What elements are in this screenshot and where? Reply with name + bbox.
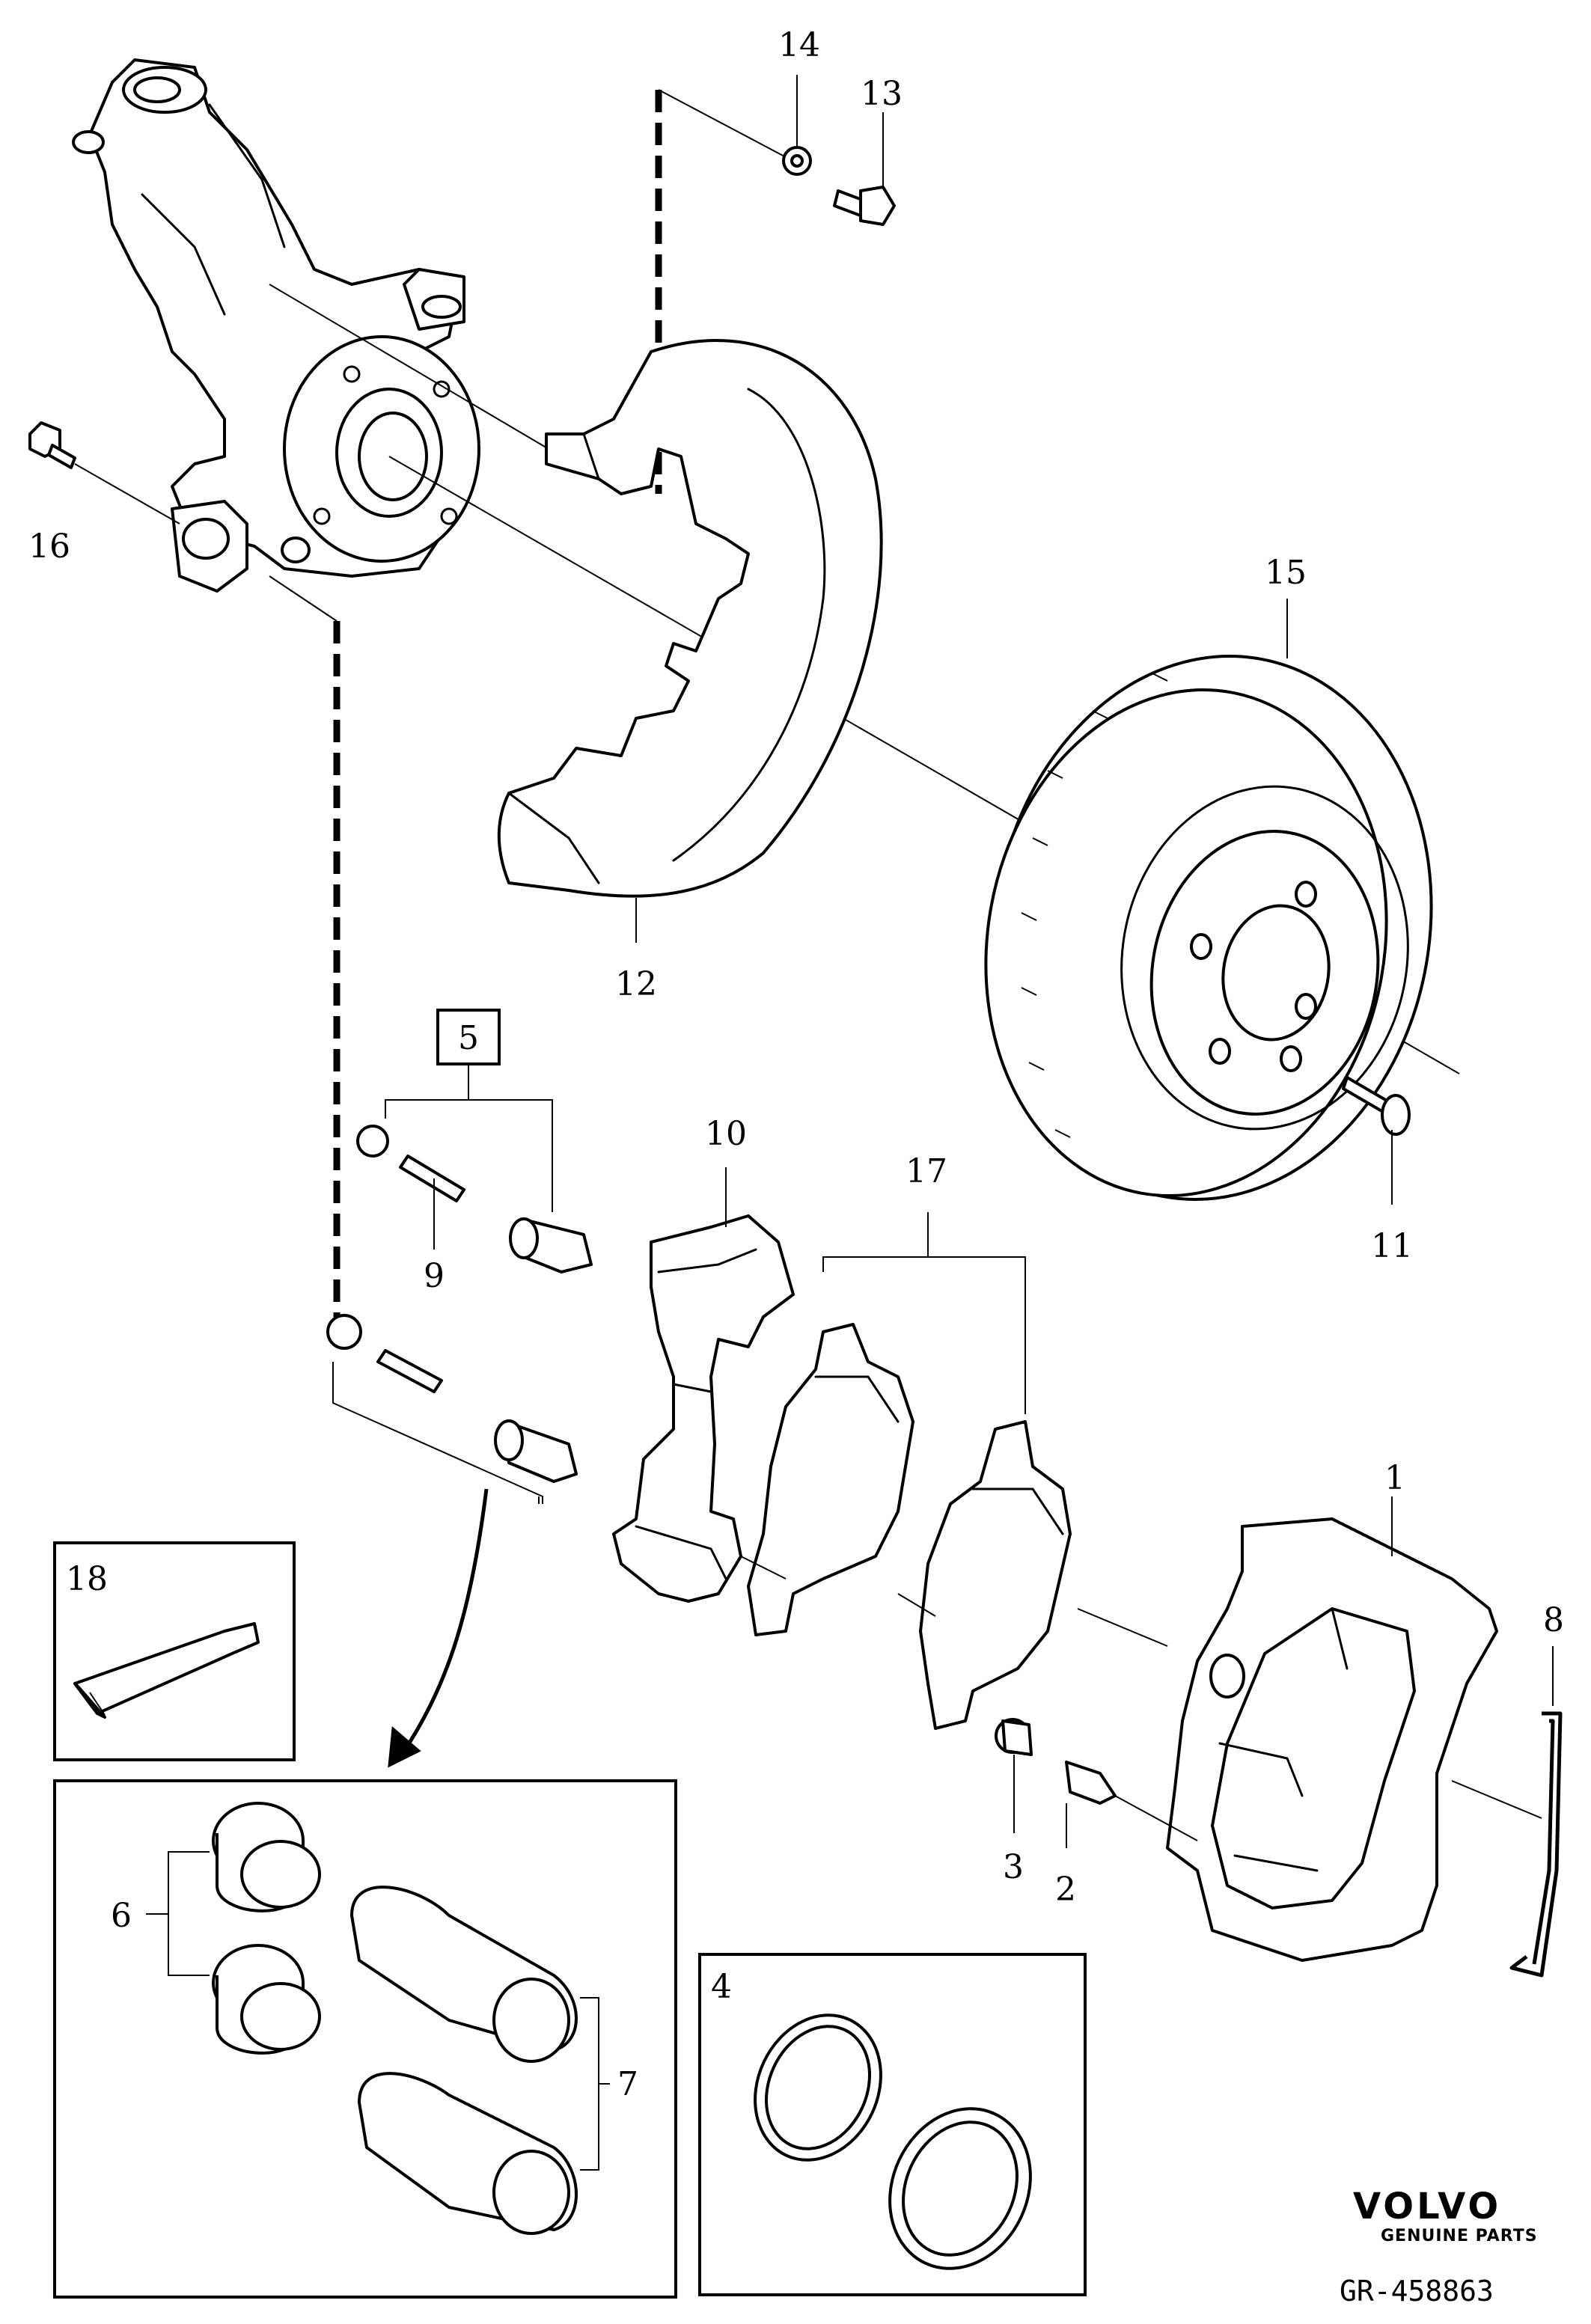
callout-4: 4 bbox=[711, 1968, 732, 2006]
bleed-nipple-and-cap bbox=[995, 1718, 1198, 1841]
callout-15: 15 bbox=[1265, 554, 1307, 592]
box-4-piston-seals bbox=[698, 1953, 1087, 2296]
callout-13: 13 bbox=[861, 75, 903, 113]
callout-leaders bbox=[635, 75, 1554, 1848]
callout-17: 17 bbox=[906, 1152, 947, 1190]
dust-shield-bolt bbox=[782, 146, 896, 226]
callout-box-5 bbox=[436, 1009, 501, 1065]
brake-disc bbox=[984, 655, 1433, 1201]
box-18-grease bbox=[53, 1541, 296, 1761]
callout-6: 6 bbox=[111, 1897, 132, 1935]
callout-16: 16 bbox=[28, 528, 70, 566]
callout-7: 7 bbox=[617, 2065, 638, 2103]
brake-pads bbox=[747, 1323, 1072, 1730]
callout-5: 5 bbox=[458, 1019, 479, 1057]
callout-12: 12 bbox=[615, 965, 657, 1003]
callout-8: 8 bbox=[1543, 1601, 1564, 1639]
diagram-reference-number: GR-458863 bbox=[1340, 2275, 1494, 2308]
knuckle-bolt bbox=[28, 421, 76, 469]
callout-10: 10 bbox=[705, 1115, 747, 1153]
callout-brackets bbox=[332, 1062, 1026, 1504]
callout-18: 18 bbox=[66, 1560, 108, 1598]
box-guide-bushing-kit bbox=[53, 1779, 677, 2299]
callout-2: 2 bbox=[1055, 1871, 1076, 1909]
guide-pins bbox=[326, 1125, 593, 1483]
callout-9: 9 bbox=[424, 1257, 445, 1295]
brake-dust-shield bbox=[497, 339, 883, 898]
brand-logo-text: VOLVO bbox=[1353, 2186, 1501, 2227]
kit-arrow bbox=[388, 1488, 489, 1768]
anti-rattle-spring bbox=[1509, 1711, 1563, 1978]
brake-caliper bbox=[1166, 1517, 1498, 1962]
callout-1: 1 bbox=[1384, 1459, 1405, 1497]
disc-retaining-screw bbox=[1342, 1076, 1411, 1136]
callout-3: 3 bbox=[1003, 1848, 1024, 1886]
brand-tagline: GENUINE PARTS bbox=[1381, 2227, 1538, 2245]
callout-11: 11 bbox=[1371, 1227, 1413, 1265]
callout-14: 14 bbox=[778, 26, 820, 64]
steering-knuckle bbox=[72, 58, 480, 593]
